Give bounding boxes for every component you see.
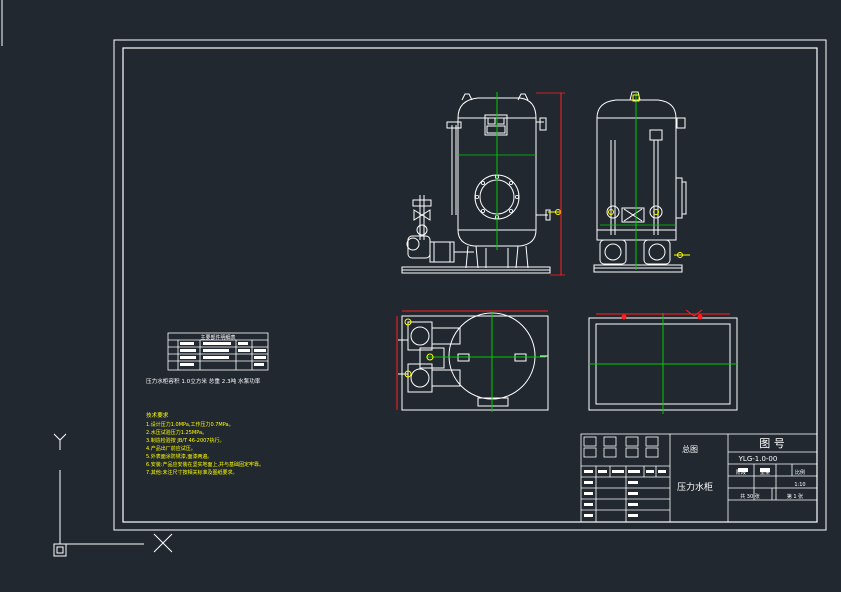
note-line: 7.其他:未注尺寸按相关标准及图纸要求。 <box>146 469 237 476</box>
inner-border <box>122 47 818 523</box>
weight-label: 重量 <box>760 469 770 476</box>
drawing-name: 压力水柜 <box>677 481 713 493</box>
parts-table-cells <box>180 342 266 366</box>
plan-view-accents <box>396 310 548 412</box>
capacity-note: 压力水柜容积 1.0立方米 总重 2.3吨 水泵功率 <box>146 377 261 385</box>
sheet-number: 第 1 张 <box>787 493 803 500</box>
parts-table-title: 主要部件明细表 <box>200 334 235 341</box>
outer-border <box>113 39 827 531</box>
front-elevation-accents <box>458 92 565 276</box>
general-drawing-label: 总图 <box>682 444 698 454</box>
foundation-plan-accents <box>589 309 737 414</box>
title-block <box>580 433 818 523</box>
note-line: 6.安装:产品应安装在坚实地面上,并与基础固定牢靠。 <box>146 461 264 468</box>
title-block-cell-text <box>584 468 770 517</box>
note-line: 5.外表面涂防锈漆,面漆两遍。 <box>146 453 212 460</box>
scale-label: 比例 <box>795 469 805 476</box>
note-line: 3.制造检验按 JB/T 46-2007执行。 <box>146 437 225 444</box>
note-line: 1.设计压力1.0MPa,工作压力0.7MPa。 <box>146 421 234 428</box>
drawing-number-header: 图 号 <box>759 437 785 450</box>
scale-value: 1:10 <box>794 482 805 488</box>
side-elevation-view[interactable] <box>593 91 687 273</box>
drawing-number: YLG-1.0-00 <box>738 455 778 463</box>
notes-heading: 技术要求 <box>146 411 169 419</box>
ucs-icon <box>53 433 173 557</box>
parts-table <box>167 332 269 371</box>
note-line: 2.水压试验压力1.25MPa。 <box>146 429 207 436</box>
stage-label: 阶段 <box>736 469 746 476</box>
side-elevation-accents <box>600 92 690 270</box>
sheets-total: 共 30 张 <box>740 493 760 500</box>
note-line: 4.产品出厂前应试压。 <box>146 445 196 452</box>
technical-notes: 技术要求 1.设计压力1.0MPa,工作压力0.7MPa。 2.水压试验压力1.… <box>146 411 264 476</box>
